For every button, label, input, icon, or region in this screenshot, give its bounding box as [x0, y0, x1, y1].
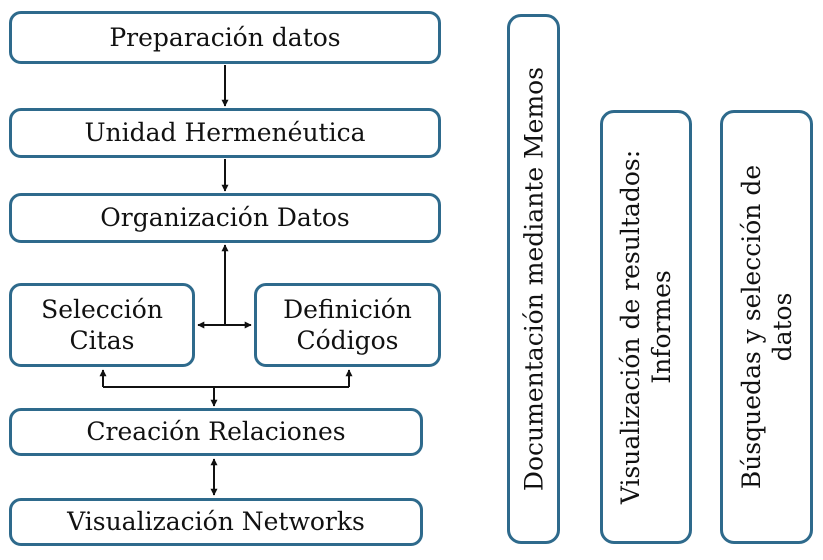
documentacion-memos-box: Documentación mediante Memos: [507, 14, 560, 544]
unidad-hermeneutica-box: Unidad Hermenéutica: [9, 108, 441, 158]
preparacion-datos-label: Preparación datos: [109, 22, 341, 52]
creacion-relaciones-box: Creación Relaciones: [9, 408, 423, 456]
visualizacion-networks-label: Visualización Networks: [67, 507, 365, 537]
organizacion-datos-box: Organización Datos: [9, 193, 441, 243]
creacion-relaciones-label: Creación Relaciones: [86, 417, 346, 447]
organizacion-datos-label: Organización Datos: [100, 203, 350, 233]
visualizacion-networks-box: Visualización Networks: [9, 498, 423, 546]
definicion-codigos-box: Definición Códigos: [254, 283, 441, 367]
definicion-codigos-line2: Códigos: [296, 326, 399, 355]
seleccion-citas-box: Selección Citas: [9, 283, 195, 367]
busquedas-seleccion-box: Búsquedas y selección de datos: [720, 110, 813, 544]
definicion-codigos-line1: Definición: [283, 294, 412, 324]
unidad-hermeneutica-label: Unidad Hermenéutica: [84, 118, 366, 148]
visualizacion-resultados-box: Visualización de resultados: Informes: [600, 110, 692, 544]
seleccion-citas-line1: Selección: [41, 294, 163, 324]
seleccion-citas-line2: Citas: [69, 326, 135, 355]
preparacion-datos-box: Preparación datos: [9, 11, 441, 64]
